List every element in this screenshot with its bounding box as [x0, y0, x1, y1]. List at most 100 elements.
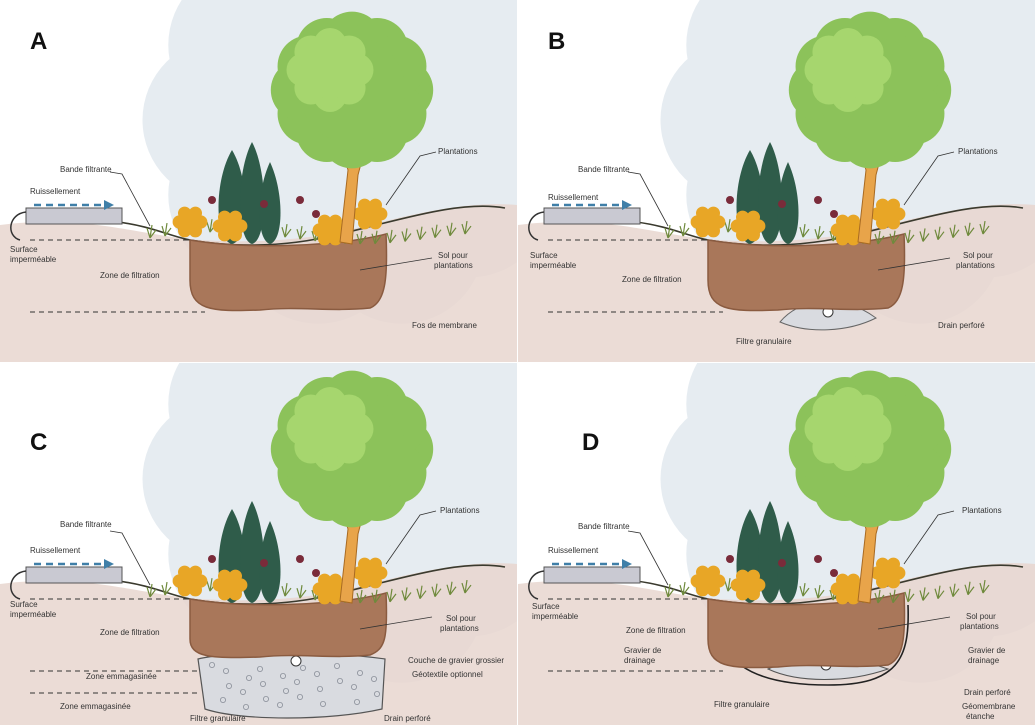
label-gravier-right-1: Gravier de: [968, 646, 1006, 655]
label-sol-1: Sol pour: [446, 614, 476, 623]
berry-3: [814, 555, 822, 563]
label-ruissellement: Ruissellement: [30, 546, 81, 555]
berry-3: [814, 196, 822, 204]
label-sol-2: plantations: [434, 261, 473, 270]
label-ruissellement: Ruissellement: [548, 193, 599, 202]
label-geotextile: Géotextile optionnel: [412, 670, 483, 679]
tree-canopy-highlight: [805, 387, 892, 471]
label-surface-2: imperméable: [530, 261, 577, 270]
berry-2: [778, 559, 786, 567]
label-zone-filtration: Zone de filtration: [100, 271, 160, 280]
flower-shrub-4-core: [877, 562, 900, 585]
flower-shrub-2-core: [737, 215, 760, 238]
flower-shrub-4-core: [359, 562, 382, 585]
panel-a: A Bande filtrante Ruissellement Surface …: [0, 0, 517, 362]
label-sol-1: Sol pour: [966, 612, 996, 621]
soil-basin: [190, 234, 387, 311]
flower-shrub-1-core: [697, 211, 720, 234]
diagram-d: Bande filtrante Ruissellement Surface im…: [518, 363, 1035, 725]
label-plantations: Plantations: [962, 506, 1002, 515]
berry-3: [296, 196, 304, 204]
flower-shrub-3-core: [319, 219, 342, 242]
berry-1: [726, 196, 734, 204]
berry-4: [830, 569, 838, 577]
label-sol-1: Sol pour: [963, 251, 993, 260]
label-plantations: Plantations: [958, 147, 998, 156]
diagram-a: Bande filtrante Ruissellement Surface im…: [0, 0, 517, 362]
label-drain: Drain perforé: [384, 714, 431, 723]
label-surface-1: Surface: [530, 251, 558, 260]
label-ruissellement: Ruissellement: [548, 546, 599, 555]
impermeable-slab: [26, 208, 122, 224]
label-surface-2: imperméable: [10, 610, 57, 619]
soil-basin: [708, 593, 905, 668]
label-surface-1: Surface: [532, 602, 560, 611]
flower-shrub-1-core: [697, 570, 720, 593]
flower-shrub-4-core: [877, 203, 900, 226]
berry-3: [296, 555, 304, 563]
label-geomembrane-1: Géomembrane: [962, 702, 1016, 711]
soil-basin: [708, 234, 905, 311]
label-filtre: Filtre granulaire: [714, 700, 770, 709]
impermeable-slab: [26, 567, 122, 583]
label-filtre: Filtre granulaire: [190, 714, 246, 723]
tree-canopy-highlight: [287, 28, 374, 112]
flower-shrub-1-core: [179, 211, 202, 234]
berry-2: [778, 200, 786, 208]
label-plantations: Plantations: [438, 147, 478, 156]
label-membrane: Fos de membrane: [412, 321, 477, 330]
label-zone-filtration: Zone de filtration: [100, 628, 160, 637]
berry-4: [312, 569, 320, 577]
label-surface-2: imperméable: [532, 612, 579, 621]
label-bande: Bande filtrante: [60, 520, 112, 529]
label-drain: Drain perforé: [938, 321, 985, 330]
label-surface-2: imperméable: [10, 255, 57, 264]
flower-shrub-3-core: [837, 219, 860, 242]
label-bande: Bande filtrante: [60, 165, 112, 174]
flower-shrub-4-core: [359, 203, 382, 226]
label-filtre: Filtre granulaire: [736, 337, 792, 346]
berry-1: [208, 196, 216, 204]
label-zone-filtration: Zone de filtration: [626, 626, 686, 635]
panel-b: B Bande filtrante Ruissellement Surface …: [518, 0, 1035, 362]
label-bande: Bande filtrante: [578, 522, 630, 531]
flower-shrub-2-core: [219, 574, 242, 597]
berry-2: [260, 559, 268, 567]
label-surface-1: Surface: [10, 600, 38, 609]
panel-c: C Bande filtrante Ruissellement Surface …: [0, 363, 517, 725]
berry-2: [260, 200, 268, 208]
label-sol-2: plantations: [956, 261, 995, 270]
tree-canopy-highlight-core: [820, 401, 877, 458]
label-zone-emmag: Zone emmagasinée: [86, 672, 157, 681]
label-sol-1: Sol pour: [438, 251, 468, 260]
label-couche: Couche de gravier grossier: [408, 656, 504, 665]
diagram-c: Bande filtrante Ruissellement Surface im…: [0, 363, 517, 725]
label-drain: Drain perforé: [964, 688, 1011, 697]
label-sol-2: plantations: [440, 624, 479, 633]
label-ruissellement: Ruissellement: [30, 187, 81, 196]
panel-d: D Bande filtrante Ruissellement Surface …: [518, 363, 1035, 725]
label-gravier-right-2: drainage: [968, 656, 1000, 665]
flower-shrub-2-core: [737, 574, 760, 597]
tree-canopy-highlight-core: [302, 42, 359, 99]
drain-pipe: [291, 656, 301, 666]
tree-canopy-highlight: [287, 387, 374, 471]
label-plantations: Plantations: [440, 506, 480, 515]
flower-shrub-1-core: [179, 570, 202, 593]
flower-shrub-2-core: [219, 215, 242, 238]
berry-4: [830, 210, 838, 218]
flower-shrub-3-core: [837, 578, 860, 601]
berry-1: [208, 555, 216, 563]
label-surface-1: Surface: [10, 245, 38, 254]
tree-canopy-highlight-core: [302, 401, 359, 458]
label-bande: Bande filtrante: [578, 165, 630, 174]
berry-4: [312, 210, 320, 218]
label-gravier-left-2: drainage: [624, 656, 656, 665]
impermeable-slab: [544, 208, 640, 224]
label-gravier-left-1: Gravier de: [624, 646, 662, 655]
impermeable-slab: [544, 567, 640, 583]
tree-canopy-highlight-core: [820, 42, 877, 99]
label-sol-2: plantations: [960, 622, 999, 631]
label-geomembrane-2: étanche: [966, 712, 995, 721]
berry-1: [726, 555, 734, 563]
